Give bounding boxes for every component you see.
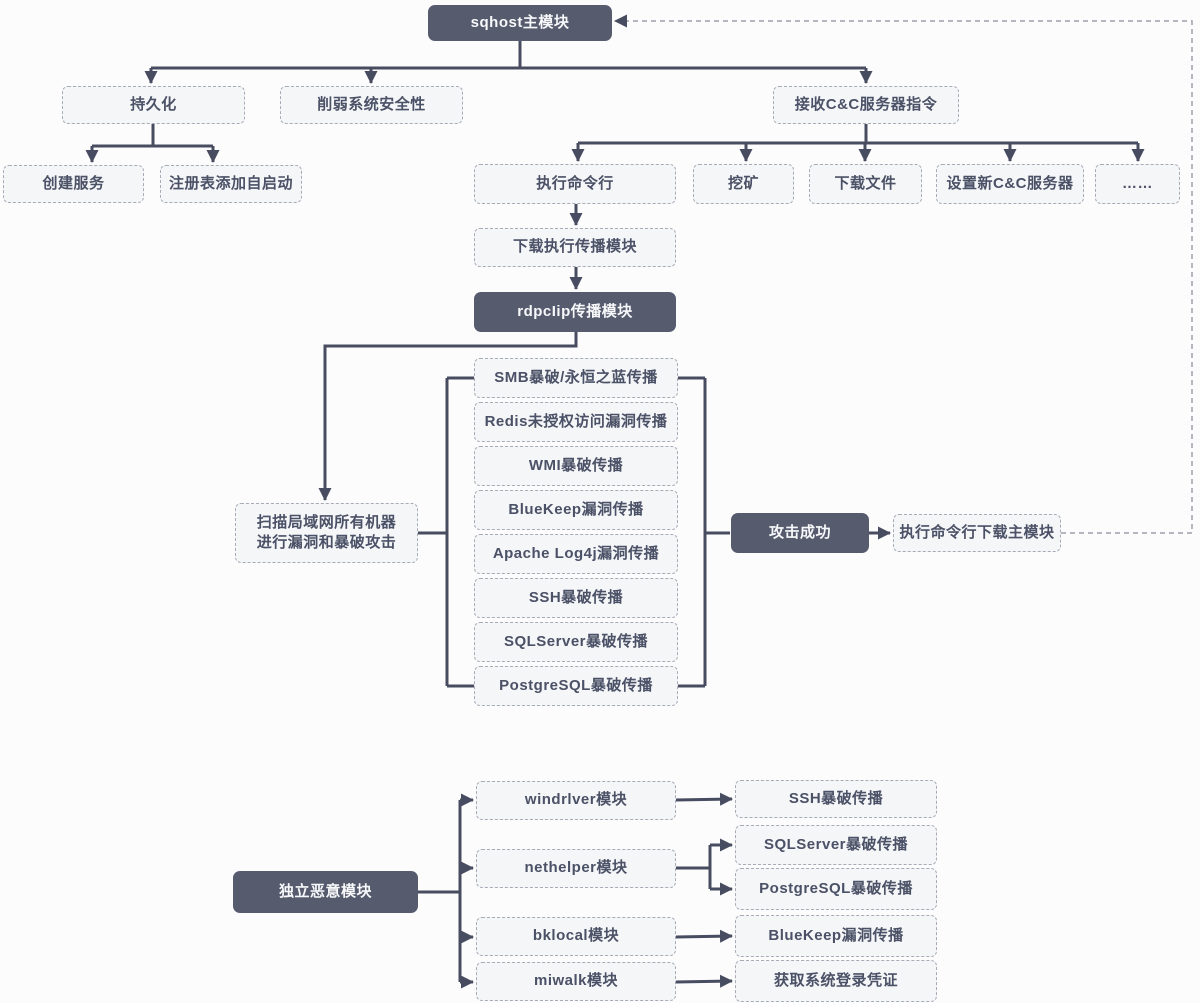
node-label: 挖矿 [727, 174, 759, 192]
node-label: miwalk模块 [533, 972, 619, 990]
node-label: SSH暴破传播 [788, 789, 884, 807]
node-download-exec-spread: 下载执行传播模块 [474, 228, 676, 267]
node-label: SQLServer暴破传播 [503, 632, 649, 650]
node-miwalk-module: miwalk模块 [476, 962, 676, 1001]
node-postgresql-bruteforce: PostgreSQL暴破传播 [474, 666, 678, 706]
node-label: 接收C&C服务器指令 [794, 95, 938, 113]
node-label: SMB暴破/永恒之蓝传播 [494, 368, 658, 386]
node-weaken-system-security: 削弱系统安全性 [280, 86, 463, 124]
node-label: BlueKeep漏洞传播 [768, 926, 904, 944]
node-label: SSH暴破传播 [528, 588, 624, 606]
node-label: 下载文件 [834, 174, 897, 192]
node-sqhost-main-module: sqhost主模块 [428, 5, 612, 41]
node-label: Redis未授权访问漏洞传播 [484, 412, 668, 430]
node-wmi-bruteforce-spread: WMI暴破传播 [474, 446, 678, 486]
node-log4j-vuln-spread: Apache Log4j漏洞传播 [474, 534, 678, 574]
node-registry-autostart: 注册表添加自启动 [160, 165, 302, 203]
node-mining: 挖矿 [693, 164, 794, 204]
node-label: 创建服务 [42, 174, 105, 192]
node-label: 攻击成功 [768, 523, 831, 541]
edge-40 [675, 974, 733, 988]
node-label: nethelper模块 [524, 859, 628, 877]
node-label: bklocal模块 [532, 927, 620, 945]
node-label: 持久化 [130, 95, 177, 113]
node-label: 削弱系统安全性 [317, 95, 426, 113]
node-rdpclip-spread-module: rdpcIip传播模块 [474, 292, 676, 332]
node-label: rdpcIip传播模块 [517, 302, 633, 320]
node-download-file: 下载文件 [809, 164, 922, 204]
node-receive-cc-commands: 接收C&C服务器指令 [773, 86, 959, 124]
node-label: Apache Log4j漏洞传播 [492, 544, 660, 562]
node-label: 设置新C&C服务器 [946, 174, 1074, 192]
node-windrlver-module: windrlver模块 [476, 781, 676, 820]
node-label: SQLServer暴破传播 [763, 835, 909, 853]
node-create-service: 创建服务 [3, 165, 144, 203]
node-label: 获取系统登录凭证 [773, 971, 898, 989]
node-label: 注册表添加自启动 [168, 174, 293, 192]
node-exec-cmd-download-main: 执行命令行下载主模块 [893, 514, 1061, 552]
node-bklocal-module: bklocal模块 [476, 917, 676, 956]
edge-39 [675, 929, 733, 943]
node-label: WMI暴破传播 [528, 456, 624, 474]
node-label: …… [1122, 174, 1153, 192]
node-bluekeep-vuln-spread: BlueKeep漏洞传播 [474, 490, 678, 530]
node-label: sqhost主模块 [470, 13, 570, 31]
edge-34 [675, 792, 733, 806]
node-execute-command-line: 执行命令行 [474, 164, 676, 204]
node-sqlserver-bruteforce-2: SQLServer暴破传播 [735, 825, 937, 865]
node-bluekeep-vuln-spread-2: BlueKeep漏洞传播 [735, 915, 937, 957]
node-more-commands: …… [1095, 164, 1180, 204]
node-ssh-bruteforce-spread: SSH暴破传播 [474, 578, 678, 618]
node-scan-lan-attack: 扫描局域网所有机器 进行漏洞和暴破攻击 [235, 503, 418, 563]
node-label: 执行命令行下载主模块 [899, 523, 1055, 541]
edge-18 [318, 332, 578, 501]
node-label: 下载执行传播模块 [512, 238, 637, 256]
node-label: 执行命令行 [536, 174, 614, 192]
node-postgresql-bruteforce-2: PostgreSQL暴破传播 [735, 868, 937, 910]
node-standalone-malicious: 独立恶意模块 [233, 871, 418, 913]
node-label: 独立恶意模块 [278, 882, 372, 900]
node-attack-success: 攻击成功 [731, 513, 869, 553]
node-get-login-credentials: 获取系统登录凭证 [735, 960, 937, 1002]
node-redis-unauth-spread: Redis未授权访问漏洞传播 [474, 402, 678, 442]
node-persistence: 持久化 [62, 86, 245, 124]
node-label: PostgreSQL暴破传播 [759, 879, 913, 897]
node-label: 扫描局域网所有机器 进行漏洞和暴破攻击 [256, 513, 397, 551]
node-sqlserver-bruteforce: SQLServer暴破传播 [474, 622, 678, 662]
edge-41 [614, 14, 1193, 534]
node-label: windrlver模块 [524, 791, 628, 809]
edges [85, 14, 1193, 989]
node-set-new-cc-server: 设置新C&C服务器 [936, 164, 1084, 204]
node-nethelper-module: nethelper模块 [476, 849, 676, 888]
node-smb-eternalblue-spread: SMB暴破/永恒之蓝传播 [474, 358, 678, 398]
node-ssh-bruteforce-spread-2: SSH暴破传播 [735, 780, 937, 818]
node-label: PostgreSQL暴破传播 [499, 676, 653, 694]
node-label: BlueKeep漏洞传播 [508, 500, 644, 518]
